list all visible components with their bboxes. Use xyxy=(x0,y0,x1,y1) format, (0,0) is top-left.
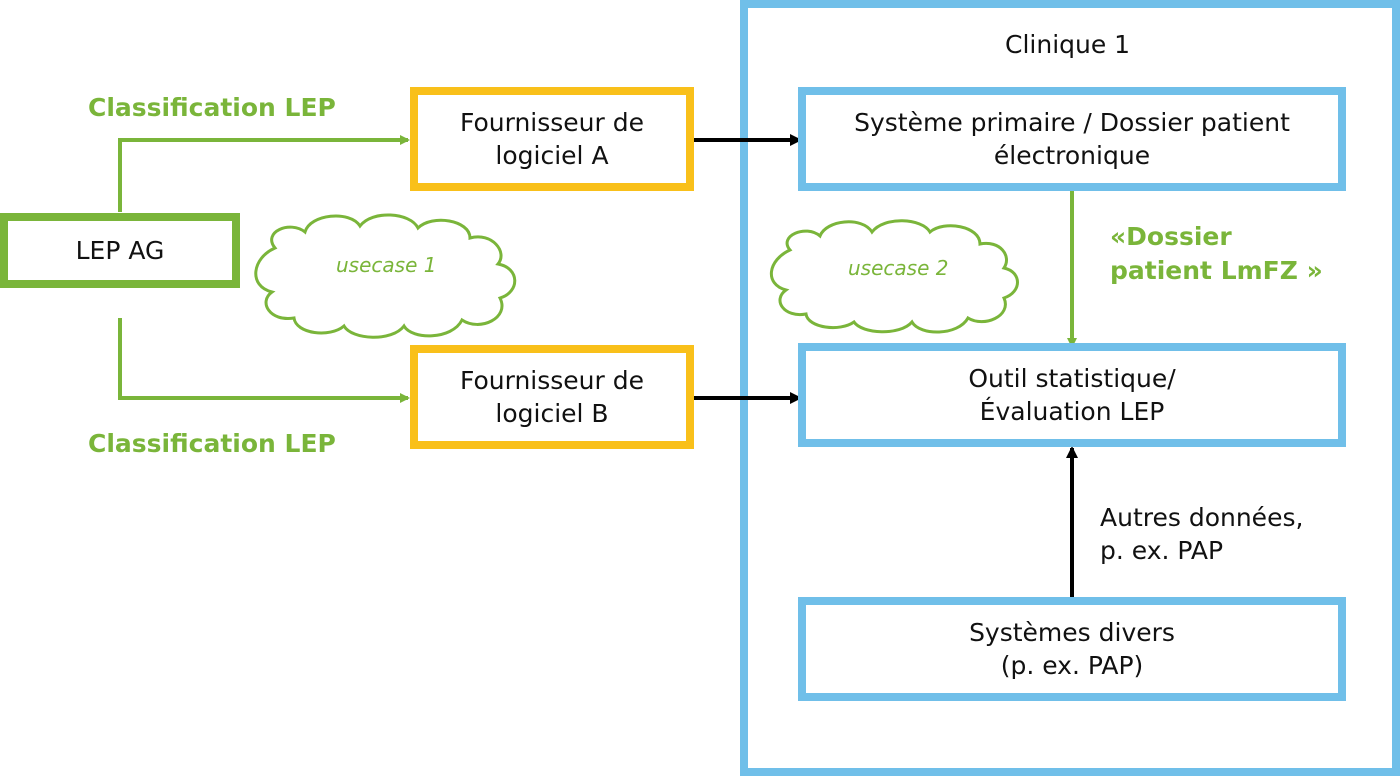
node-primary-system: Système primaire / Dossier patient élect… xyxy=(798,87,1346,191)
cloud-usecase1-shape xyxy=(254,213,517,339)
edge-lep-to-vendor-b xyxy=(118,318,410,403)
cloud-usecase2-label: usecase 2 xyxy=(848,256,949,280)
label-dossier-line1: «Dossier xyxy=(1110,222,1232,251)
clinic-title: Clinique 1 xyxy=(1005,30,1131,59)
edge-lep-to-vendor-a xyxy=(118,135,410,212)
node-vendor-b: Fournisseur de logiciel B xyxy=(410,345,694,449)
label-other-data-line1: Autres données, xyxy=(1100,503,1304,532)
label-classification-bottom: Classification LEP xyxy=(88,429,336,458)
node-stat-tool: Outil statistique/ Évaluation LEP xyxy=(798,343,1346,447)
label-other-data-line2: p. ex. PAP xyxy=(1100,536,1224,565)
node-misc-systems: Systèmes divers (p. ex. PAP) xyxy=(798,597,1346,701)
node-vendor-a: Fournisseur de logiciel A xyxy=(410,87,694,191)
node-lep-ag: LEP AG xyxy=(0,213,240,288)
cloud-usecase1-label: usecase 1 xyxy=(336,253,437,277)
cloud-usecase2-shape xyxy=(769,219,1019,334)
label-classification-top: Classification LEP xyxy=(88,93,336,122)
label-dossier-line2: patient LmFZ » xyxy=(1110,256,1323,285)
